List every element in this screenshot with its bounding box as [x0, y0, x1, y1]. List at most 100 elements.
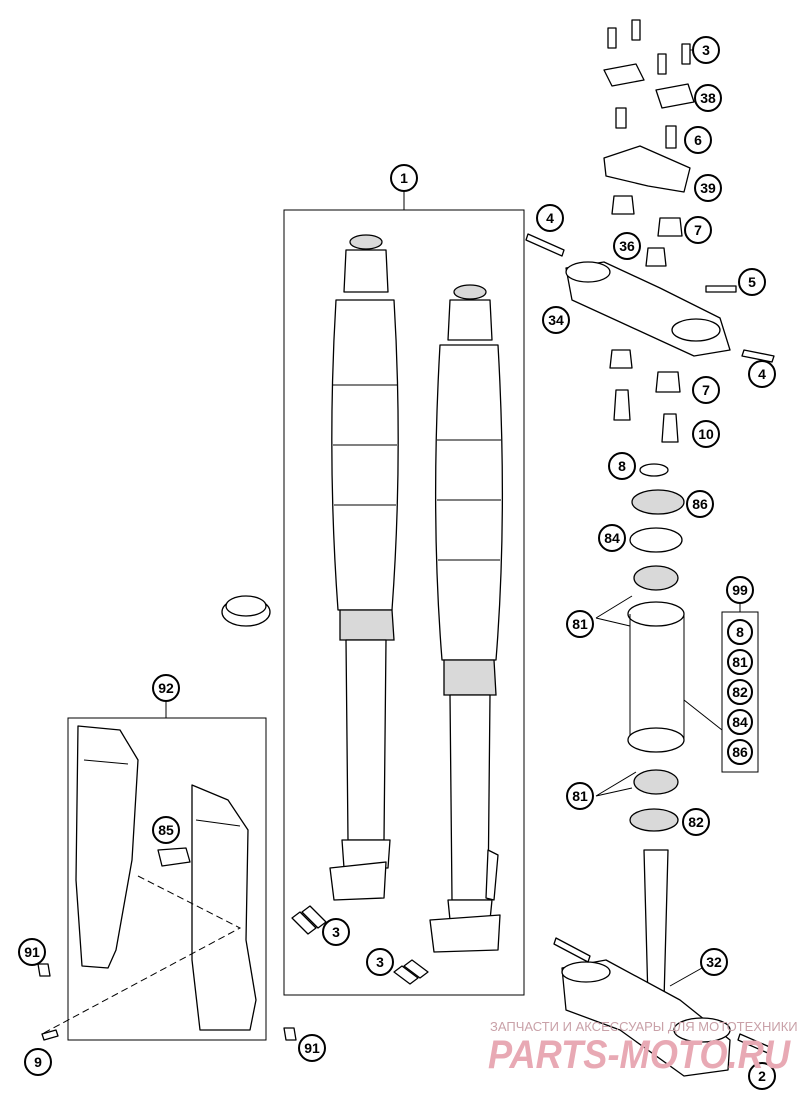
- callout-7: 7: [684, 216, 712, 244]
- callout-91: 91: [18, 938, 46, 966]
- watermark-caption: ЗАПЧАСТИ И АКСЕССУАРЫ ДЛЯ МОТОТЕХНИКИ: [490, 1019, 798, 1034]
- fork-guard-right: [191, 784, 257, 1031]
- svg-text:7: 7: [694, 222, 702, 238]
- callout-81-lower: 81: [566, 782, 594, 810]
- kit-callout-86: 86: [727, 739, 753, 765]
- callout-99: 99: [726, 576, 754, 604]
- svg-text:38: 38: [700, 90, 716, 106]
- callout-85: 85: [152, 816, 180, 844]
- guard-screw-bottom: [283, 1027, 297, 1041]
- kit-callout-82: 82: [727, 679, 753, 705]
- svg-text:91: 91: [24, 944, 40, 960]
- svg-text:84: 84: [604, 530, 620, 546]
- svg-text:3: 3: [376, 954, 384, 970]
- bearing-seal: [629, 527, 683, 553]
- callout-4-lower: 4: [748, 360, 776, 388]
- svg-text:8: 8: [618, 458, 626, 474]
- upper-triple-clamp: [565, 261, 731, 357]
- svg-text:32: 32: [706, 954, 722, 970]
- rubber-bushings-lower: [609, 349, 681, 393]
- callout-3-fork-right: 3: [366, 948, 394, 976]
- fork-assembly-frame: [283, 190, 525, 996]
- callout-84: 84: [598, 524, 626, 552]
- watermark: ЗАПЧАСТИ И АКСЕССУАРЫ ДЛЯ МОТОТЕХНИКИ PA…: [488, 1019, 798, 1077]
- svg-text:2: 2: [758, 1068, 766, 1084]
- callout-6: 6: [684, 126, 712, 154]
- svg-text:81: 81: [732, 654, 748, 670]
- svg-text:4: 4: [758, 366, 766, 382]
- svg-text:86: 86: [692, 496, 708, 512]
- svg-text:3: 3: [702, 42, 710, 58]
- callout-2: 2: [748, 1062, 776, 1090]
- taper-bearing-lower: [633, 769, 679, 795]
- callout-82: 82: [682, 808, 710, 836]
- svg-text:36: 36: [619, 238, 635, 254]
- handlebar-clamp-long-screws: [615, 107, 677, 149]
- svg-text:99: 99: [732, 582, 748, 598]
- svg-text:85: 85: [158, 822, 174, 838]
- svg-text:10: 10: [698, 426, 714, 442]
- leader-lines: [595, 49, 703, 987]
- clamp-ring: [221, 595, 271, 627]
- callout-39: 39: [694, 174, 722, 202]
- svg-text:1: 1: [400, 170, 408, 186]
- svg-text:8: 8: [736, 624, 744, 640]
- callout-7-lower: 7: [692, 376, 720, 404]
- rubber-bushings-upper: [611, 195, 683, 237]
- svg-text:3: 3: [332, 924, 340, 940]
- callout-3-fork-left: 3: [322, 918, 350, 946]
- axle-clamp-screws-right: [393, 959, 429, 985]
- callout-81: 81: [566, 610, 594, 638]
- callout-38: 38: [694, 84, 722, 112]
- svg-text:5: 5: [748, 274, 756, 290]
- svg-text:82: 82: [732, 684, 748, 700]
- svg-text:91: 91: [304, 1040, 320, 1056]
- callout-32: 32: [700, 948, 728, 976]
- svg-text:84: 84: [732, 714, 748, 730]
- taper-bearing-upper: [633, 565, 679, 591]
- stem-nut: [645, 247, 667, 267]
- svg-text:34: 34: [548, 312, 564, 328]
- lower-triple-clamp: [561, 959, 731, 1077]
- svg-text:4: 4: [546, 210, 554, 226]
- guard-screw-nine: [41, 1029, 59, 1041]
- fork-leg-right: [429, 284, 503, 953]
- callout-3: 3: [692, 36, 720, 64]
- svg-text:6: 6: [694, 132, 702, 148]
- watermark-brand: PARTS-MOTO.RU: [488, 1033, 791, 1077]
- kit-callout-84: 84: [727, 709, 753, 735]
- dust-seal-lower: [629, 808, 679, 832]
- handlebar-clamp-screws: [607, 19, 691, 75]
- fork-guard-left: [75, 725, 139, 969]
- svg-text:7: 7: [702, 382, 710, 398]
- fork-leg-left: [329, 234, 399, 901]
- fork-guard-frame: [67, 700, 267, 1041]
- svg-text:86: 86: [732, 744, 748, 760]
- callout-8: 8: [608, 452, 636, 480]
- callout-36: 36: [613, 232, 641, 260]
- guard-screw-lower: [37, 963, 51, 977]
- callout-92: 92: [152, 674, 180, 702]
- pinch-bolts-upper: [525, 233, 775, 363]
- kit-callout-8: 8: [727, 619, 753, 645]
- svg-text:81: 81: [572, 616, 588, 632]
- callout-91-lower: 91: [298, 1034, 326, 1062]
- svg-text:82: 82: [688, 814, 704, 830]
- o-ring: [639, 463, 669, 477]
- handlebar-mount: [603, 145, 691, 193]
- callout-4: 4: [536, 204, 564, 232]
- steering-head-tube: [627, 601, 723, 753]
- callout-34: 34: [542, 306, 570, 334]
- callout-86: 86: [686, 490, 714, 518]
- kit-callout-81: 81: [727, 649, 753, 675]
- handlebar-clamp-upper: [603, 63, 695, 109]
- pinch-bolts-lower: [553, 937, 773, 1055]
- guard-fastener-path: [41, 875, 242, 1035]
- steering-stem: [643, 849, 669, 1001]
- mount-sleeves: [613, 389, 679, 443]
- svg-text:81: 81: [572, 788, 588, 804]
- svg-text:92: 92: [158, 680, 174, 696]
- callout-10: 10: [692, 420, 720, 448]
- dust-seal-upper: [631, 489, 685, 515]
